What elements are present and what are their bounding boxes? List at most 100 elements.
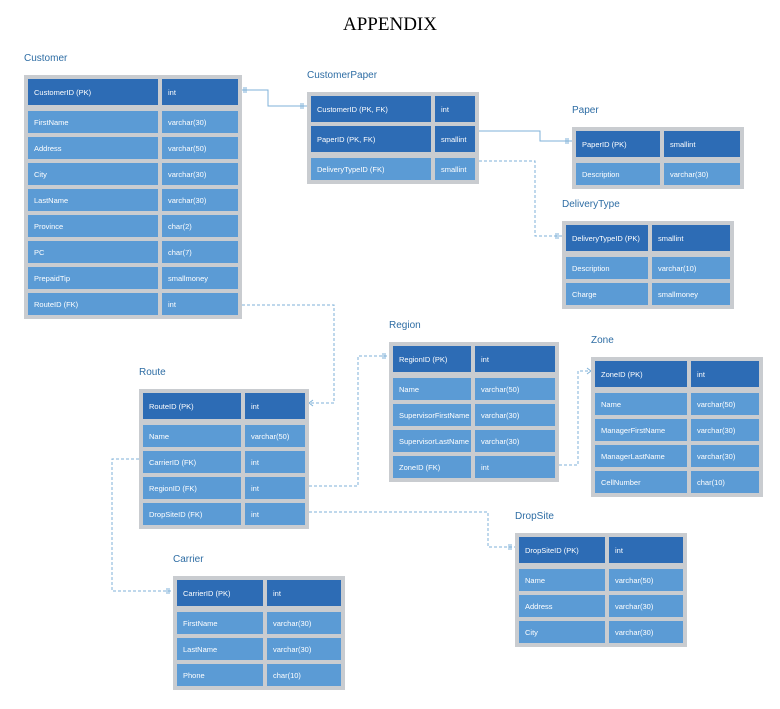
connector-customerpaper-paper <box>479 130 572 142</box>
connector-customerpaper-deliverytype <box>479 160 562 237</box>
field-name: ManagerFirstName <box>595 419 687 441</box>
field-type: varchar(30) <box>691 445 759 467</box>
field-type: varchar(10) <box>652 257 730 279</box>
field-name: ManagerLastName <box>595 445 687 467</box>
field-type: smallint <box>435 158 475 180</box>
field-type: varchar(30) <box>664 163 740 185</box>
connector-end-mark <box>382 353 386 359</box>
field-name: Description <box>576 163 660 185</box>
key-field-name: PaperID (PK, FK) <box>311 126 431 152</box>
entity-title: DropSite <box>515 511 554 522</box>
field-name: City <box>519 621 605 643</box>
field-name: RouteID (FK) <box>28 293 158 315</box>
field-type: varchar(50) <box>691 393 759 415</box>
key-field-name: CarrierID (PK) <box>177 580 263 606</box>
field-name: LastName <box>177 638 263 660</box>
key-field-name: CustomerID (PK, FK) <box>311 96 431 122</box>
field-name: Address <box>28 137 158 159</box>
field-name: Name <box>519 569 605 591</box>
connector-region-zone <box>559 370 591 466</box>
entity-title: Paper <box>572 105 599 116</box>
field-name: Description <box>566 257 648 279</box>
field-type: varchar(30) <box>475 404 555 426</box>
entity-title: Zone <box>591 335 614 346</box>
field-type: varchar(50) <box>609 569 683 591</box>
key-field-type: int <box>162 79 238 105</box>
field-type: varchar(50) <box>245 425 305 447</box>
entity-title: CustomerPaper <box>307 70 378 81</box>
field-name: PrepaidTip <box>28 267 158 289</box>
field-name: FirstName <box>177 612 263 634</box>
key-field-type: smallint <box>435 126 475 152</box>
field-type: char(7) <box>162 241 238 263</box>
field-name: DropSiteID (FK) <box>143 503 241 525</box>
field-type: varchar(30) <box>475 430 555 452</box>
connector-route-region <box>309 355 389 487</box>
key-field-type: int <box>245 393 305 419</box>
field-type: varchar(30) <box>691 419 759 441</box>
field-name: ZoneID (FK) <box>393 456 471 478</box>
entity-title: Route <box>139 367 166 378</box>
connector-customer-customerpaper <box>242 89 307 107</box>
field-type: varchar(30) <box>162 163 238 185</box>
key-field-type: int <box>475 346 555 372</box>
connector-end-mark <box>565 138 569 144</box>
field-type: int <box>245 477 305 499</box>
field-type: int <box>245 451 305 473</box>
key-field-name: CustomerID (PK) <box>28 79 158 105</box>
field-type: varchar(30) <box>267 612 341 634</box>
key-field-type: int <box>691 361 759 387</box>
field-type: varchar(50) <box>162 137 238 159</box>
field-type: char(10) <box>691 471 759 493</box>
field-type: varchar(30) <box>609 621 683 643</box>
field-name: LastName <box>28 189 158 211</box>
key-field-type: int <box>435 96 475 122</box>
field-name: Name <box>393 378 471 400</box>
entity-title: Carrier <box>173 554 204 565</box>
key-field-name: DropSiteID (PK) <box>519 537 605 563</box>
field-type: int <box>475 456 555 478</box>
key-field-name: ZoneID (PK) <box>595 361 687 387</box>
field-type: smallmoney <box>652 283 730 305</box>
entity-title: DeliveryType <box>562 199 620 210</box>
field-name: CellNumber <box>595 471 687 493</box>
field-name: PC <box>28 241 158 263</box>
field-type: smallmoney <box>162 267 238 289</box>
key-field-name: RouteID (PK) <box>143 393 241 419</box>
field-type: varchar(30) <box>162 189 238 211</box>
field-type: varchar(30) <box>609 595 683 617</box>
key-field-type: smallint <box>664 131 740 157</box>
field-type: int <box>245 503 305 525</box>
field-type: char(10) <box>267 664 341 686</box>
field-type: char(2) <box>162 215 238 237</box>
connector-customer-route <box>242 304 335 404</box>
field-name: Province <box>28 215 158 237</box>
connector-end-mark <box>166 588 170 594</box>
field-name: FirstName <box>28 111 158 133</box>
entity-title: Customer <box>24 53 68 64</box>
entity-title: Region <box>389 320 421 331</box>
field-type: varchar(30) <box>267 638 341 660</box>
connector-end-mark <box>243 87 247 93</box>
field-name: Name <box>143 425 241 447</box>
field-name: City <box>28 163 158 185</box>
key-field-name: PaperID (PK) <box>576 131 660 157</box>
field-name: Phone <box>177 664 263 686</box>
page-title: APPENDIX <box>343 14 437 35</box>
field-name: SupervisorFirstName <box>393 404 471 426</box>
key-field-name: RegionID (PK) <box>393 346 471 372</box>
field-type: varchar(30) <box>162 111 238 133</box>
field-name: DeliveryTypeID (FK) <box>311 158 431 180</box>
connector-end-mark <box>555 233 559 239</box>
connector-end-mark <box>508 544 512 550</box>
